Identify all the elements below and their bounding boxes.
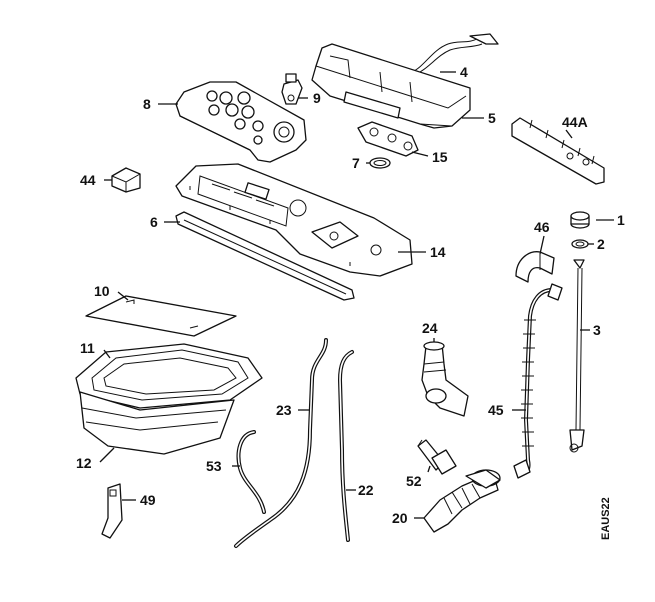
part-44A-terminal-strip xyxy=(511,117,605,185)
label-20: 20 xyxy=(392,510,408,526)
part-14-top-panel xyxy=(175,163,413,277)
label-7: 7 xyxy=(352,155,360,171)
label-49: 49 xyxy=(140,492,156,508)
label-1: 1 xyxy=(617,212,625,228)
label-22: 22 xyxy=(358,482,374,498)
part-7-ring xyxy=(369,157,391,169)
label-5: 5 xyxy=(488,110,496,126)
part-1-cap xyxy=(570,211,590,229)
part-44-clip xyxy=(111,167,141,193)
label-45: 45 xyxy=(488,402,504,418)
label-11: 11 xyxy=(80,340,95,356)
label-8: 8 xyxy=(143,96,151,112)
part-20-drain-hose xyxy=(423,469,501,533)
part-9-valve xyxy=(281,73,303,105)
part-10-lid xyxy=(85,295,237,337)
part-52-nozzle xyxy=(417,439,457,475)
part-46-hook xyxy=(515,251,555,283)
leader-lines xyxy=(99,71,614,519)
label-23: 23 xyxy=(276,402,292,418)
label-9: 9 xyxy=(313,90,321,106)
part-49-bracket xyxy=(101,483,123,539)
label-3: 3 xyxy=(593,322,601,338)
label-14: 14 xyxy=(430,244,446,260)
part-15-manifold xyxy=(357,121,419,157)
part-53-hose xyxy=(236,430,266,514)
label-44A: 44A xyxy=(562,114,588,130)
part-24-elbow xyxy=(421,341,469,417)
part-12-tub xyxy=(79,391,235,455)
label-12: 12 xyxy=(76,455,92,471)
part-2-washer xyxy=(571,239,589,249)
label-46: 46 xyxy=(534,219,550,235)
label-24: 24 xyxy=(422,320,438,336)
part-labels: 1 2 3 4 5 6 7 8 9 10 11 12 14 15 20 22 2… xyxy=(76,64,625,540)
label-4: 4 xyxy=(460,64,468,80)
label-53: 53 xyxy=(206,458,222,474)
part-23-hose xyxy=(234,338,328,548)
part-22-hose xyxy=(337,350,354,542)
label-44: 44 xyxy=(80,172,96,188)
part-45-drain-hose xyxy=(513,283,563,479)
part-8-control-panel xyxy=(175,81,307,163)
part-4-bracket xyxy=(411,33,499,77)
label-15: 15 xyxy=(432,149,448,165)
label-2: 2 xyxy=(597,236,605,252)
drawing-code: EAUS22 xyxy=(600,497,612,540)
label-10: 10 xyxy=(94,283,110,299)
label-52: 52 xyxy=(406,473,422,489)
label-6: 6 xyxy=(150,214,158,230)
part-6-trim-strip xyxy=(175,211,355,301)
part-11-seal xyxy=(75,343,263,409)
part-3-inlet-hose xyxy=(569,259,585,453)
part-5-dispenser-housing xyxy=(311,43,471,129)
